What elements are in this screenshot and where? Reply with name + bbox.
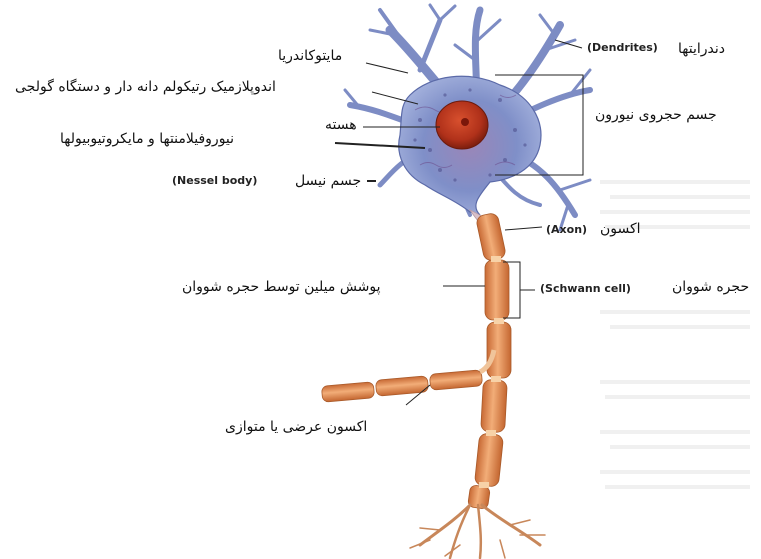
label-nissl-body-en: (Nessel body): [172, 175, 257, 186]
label-neurofilaments: نیوروفیلامنتها و مایکروتیوبیولها: [60, 132, 234, 146]
label-myelin-sheath: پوشش میلین توسط حجره شووان: [182, 280, 381, 294]
nucleolus: [461, 118, 469, 126]
collateral-axon: [321, 370, 482, 402]
axon-pointer: [505, 227, 542, 230]
nucleus: [436, 101, 488, 149]
label-nucleus: هسته: [325, 118, 357, 132]
axon-terminals: [410, 505, 545, 558]
label-cell-body: جسم حجروی نیورون: [595, 108, 717, 122]
label-nissl-body: جسم نیسل: [295, 174, 361, 188]
label-axon: اکسون: [600, 222, 641, 236]
mitochondria-pointer: [366, 63, 408, 73]
label-collateral-axon: اکسون عرضی یا متوازی: [225, 420, 367, 434]
label-axon-en: (Axon): [546, 224, 587, 235]
label-er-golgi: اندوپلازمیک رتیکولم دانه دار و دستگاه گو…: [15, 80, 276, 94]
label-schwann-cell-en: (Schwann cell): [540, 283, 631, 294]
label-schwann-cell: حجره شووان: [672, 280, 749, 294]
label-mitochondria: مایتوکاندریا: [278, 49, 342, 63]
label-dendrites: دندرایتها: [678, 42, 725, 56]
label-dendrites-en: (Dendrites): [587, 42, 658, 53]
